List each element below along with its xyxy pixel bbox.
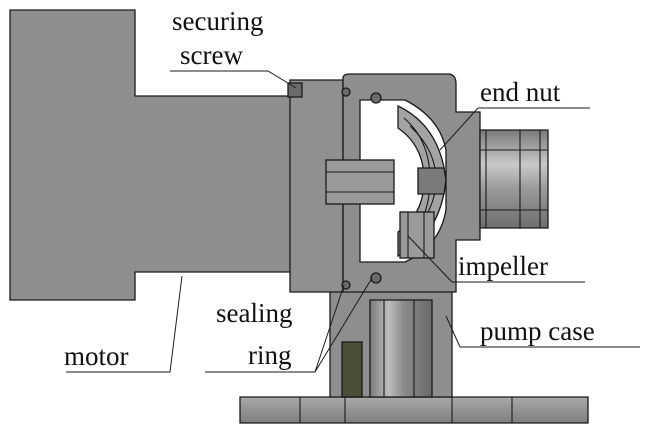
inlet-pipe [479,129,549,229]
label-impeller: impeller [458,251,548,281]
shaft [325,159,395,205]
seal-insert [341,341,363,398]
label-pump-case: pump case [480,316,595,346]
motor [9,9,296,301]
label-screw: screw [180,40,243,70]
label-motor: motor [64,341,129,371]
label-ring: ring [248,340,292,370]
pump-case-body [329,289,453,398]
securing-screw-head [287,82,303,98]
leader-lines [66,70,640,373]
label-end-nut: end nut [480,77,561,107]
end-nut [417,167,447,195]
label-sealing: sealing [216,298,292,328]
base-plate [239,396,589,424]
label-securing: securing [172,6,263,36]
pump-case-head [325,73,481,293]
